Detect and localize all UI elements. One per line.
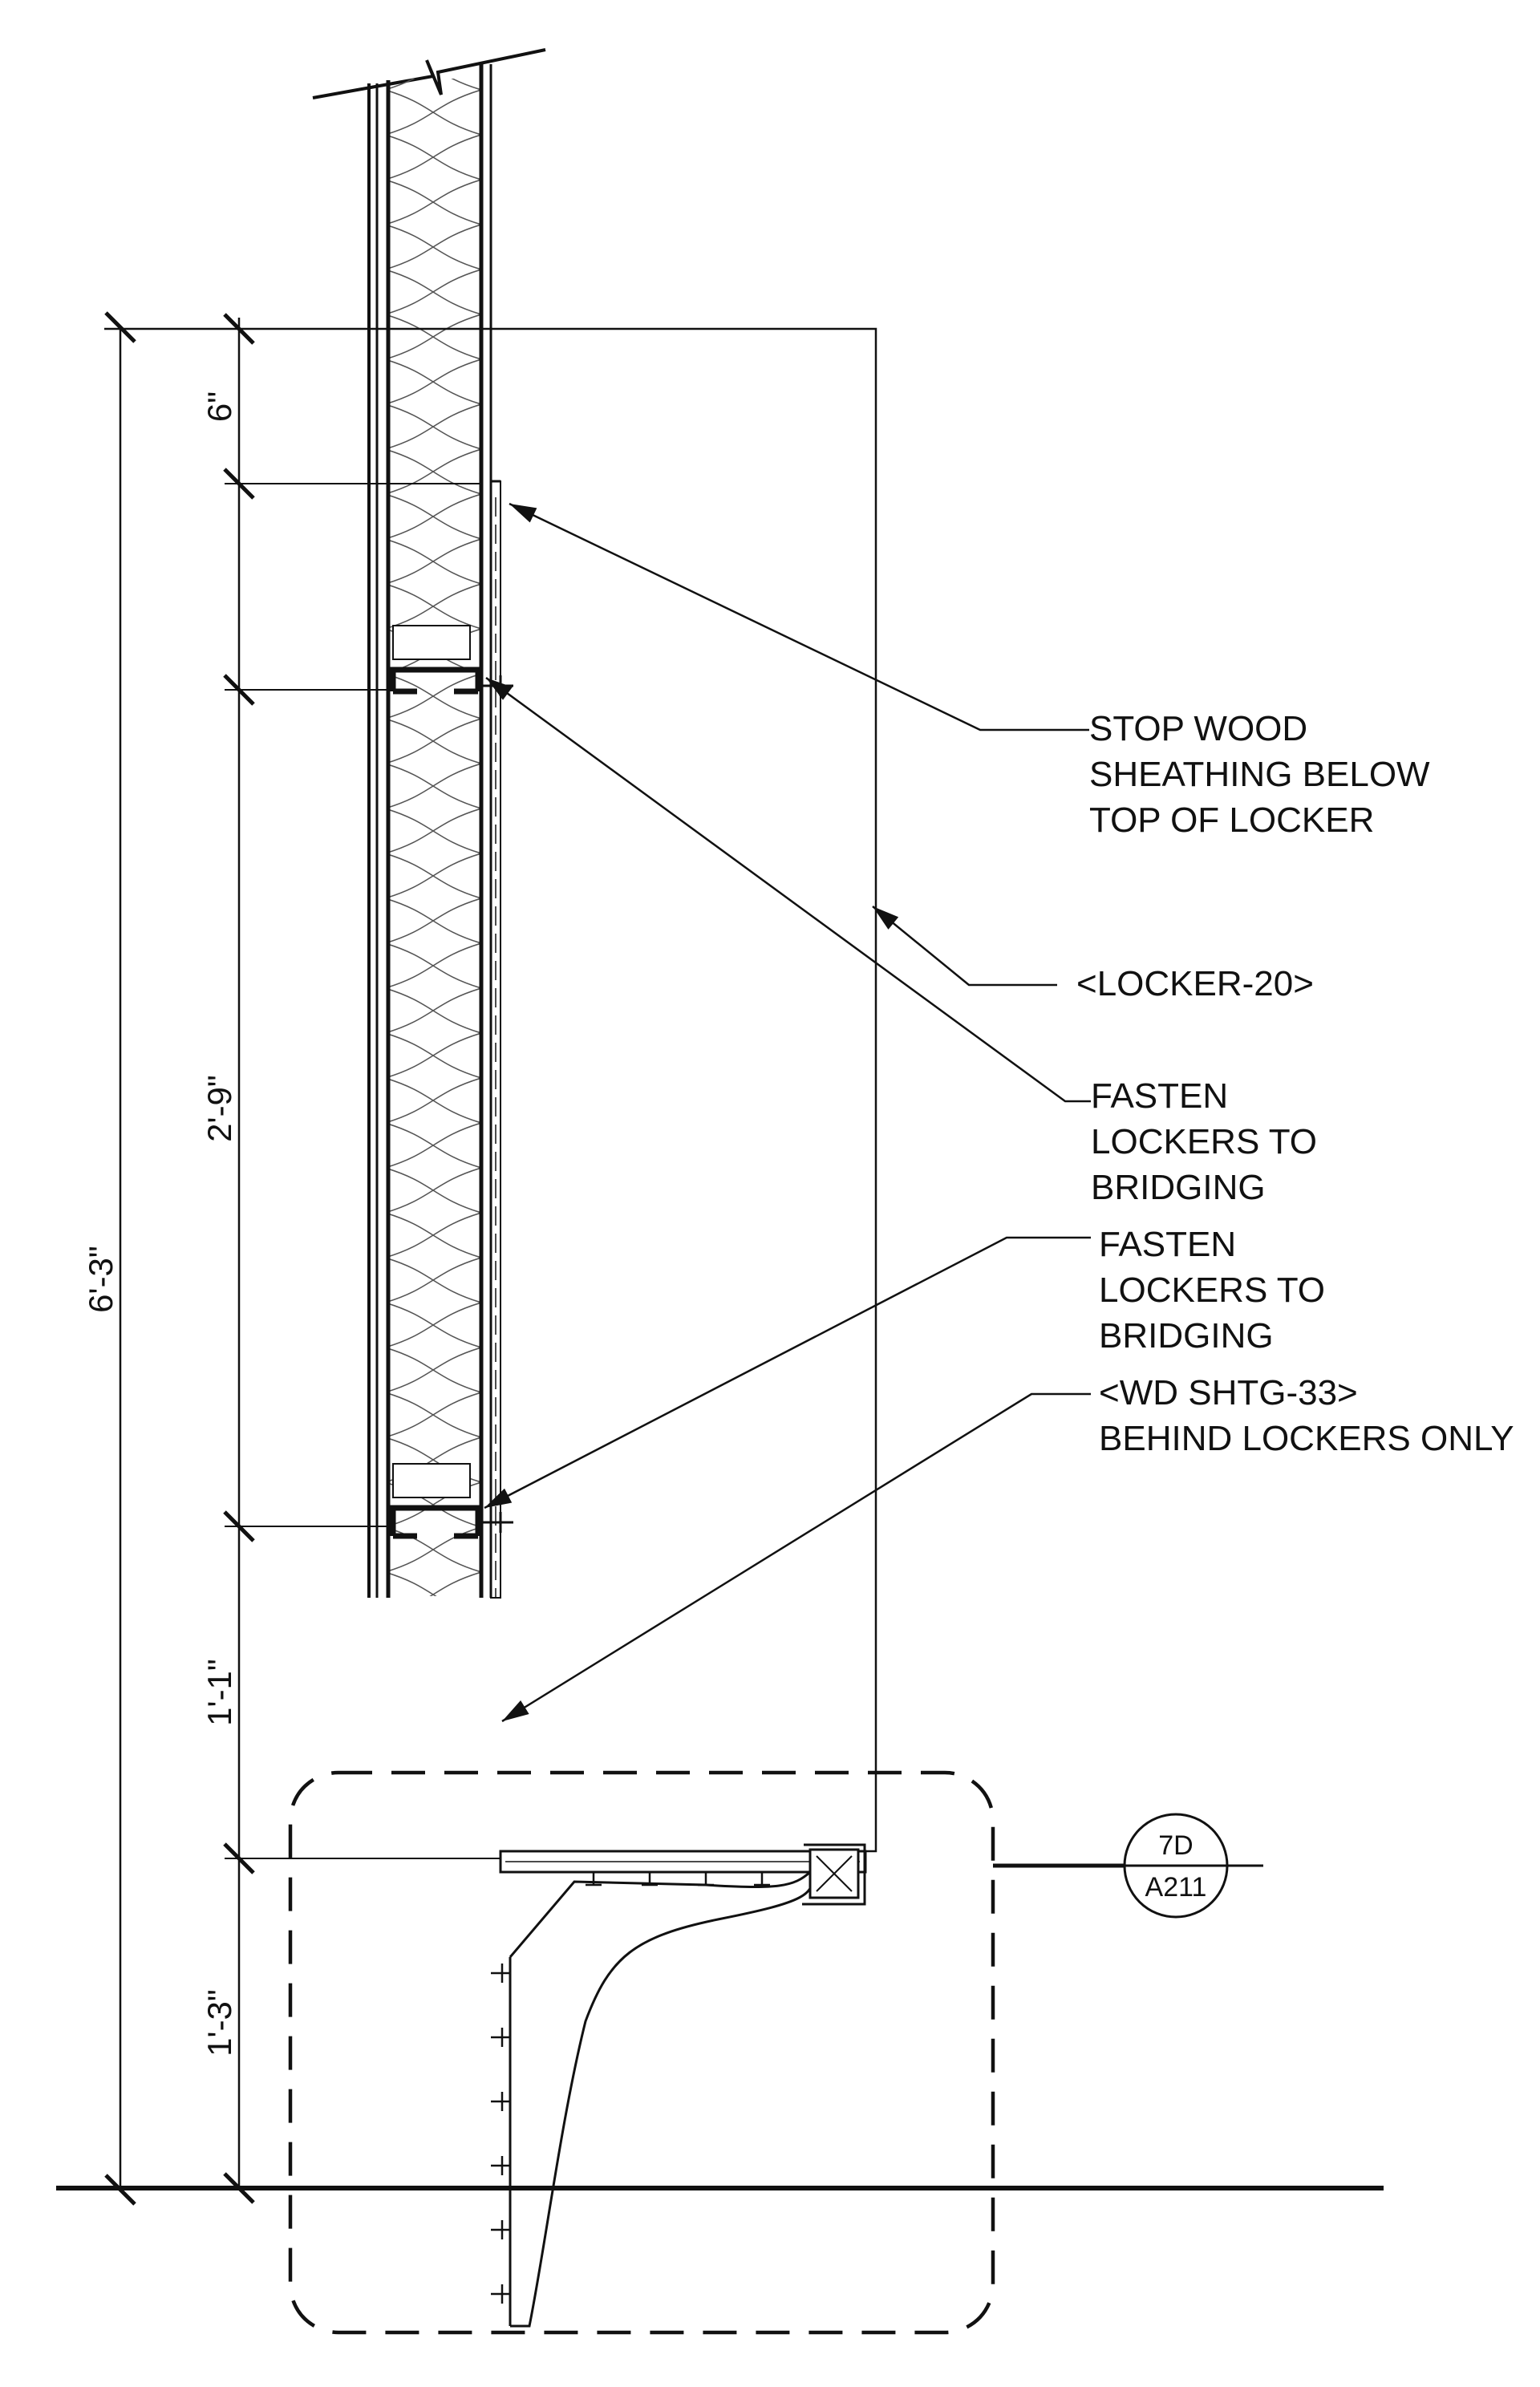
bridging-lower bbox=[390, 1463, 513, 1539]
svg-text:LOCKERS TO: LOCKERS TO bbox=[1091, 1122, 1317, 1161]
note-locker-tag: <LOCKER-20> bbox=[1076, 964, 1314, 1003]
note-sheathing-tag: <WD SHTG-33> BEHIND LOCKERS ONLY bbox=[1099, 1373, 1514, 1458]
svg-text:LOCKERS TO: LOCKERS TO bbox=[1099, 1270, 1325, 1310]
leader-stop-sheathing bbox=[509, 502, 1089, 732]
detail-callout: 7D A211 bbox=[993, 1813, 1263, 1919]
leader-fasten-upper bbox=[485, 676, 1091, 1103]
leader-sheathing-tag bbox=[501, 1392, 1091, 1723]
svg-text:BRIDGING: BRIDGING bbox=[1099, 1316, 1274, 1356]
svg-text:<LOCKER-20>: <LOCKER-20> bbox=[1076, 964, 1314, 1003]
leaders bbox=[484, 502, 1091, 1723]
dim-bottom-label: 1'-3" bbox=[201, 1989, 238, 2057]
dimension-chain: 6" 2'-9" 1'-1" 1'-3" bbox=[201, 313, 500, 2204]
dim-top-label: 6" bbox=[201, 391, 238, 422]
note-fasten-upper: FASTEN LOCKERS TO BRIDGING bbox=[1091, 1076, 1317, 1207]
insulation-batt bbox=[388, 79, 481, 1596]
svg-text:<WD SHTG-33>: <WD SHTG-33> bbox=[1099, 1373, 1358, 1412]
svg-text:SHEATHING BELOW: SHEATHING BELOW bbox=[1089, 755, 1430, 794]
callout-sheet-number: A211 bbox=[1145, 1872, 1207, 1903]
svg-text:FASTEN: FASTEN bbox=[1091, 1076, 1228, 1116]
leader-locker-tag bbox=[872, 906, 1057, 987]
leader-fasten-lower bbox=[484, 1236, 1091, 1510]
bridging-upper bbox=[390, 625, 513, 696]
svg-text:BRIDGING: BRIDGING bbox=[1091, 1168, 1266, 1207]
dim-upper-label: 2'-9" bbox=[201, 1075, 238, 1142]
dim-overall-label: 6'-3" bbox=[82, 1246, 120, 1313]
svg-text:STOP WOOD: STOP WOOD bbox=[1089, 709, 1307, 748]
fastener-row bbox=[491, 1872, 770, 2304]
wall-assembly bbox=[312, 48, 546, 1599]
detail-boundary bbox=[288, 1770, 995, 2335]
dimension-overall: 6'-3" bbox=[82, 311, 491, 2206]
svg-text:BEHIND LOCKERS ONLY: BEHIND LOCKERS ONLY bbox=[1099, 1419, 1514, 1458]
svg-text:TOP OF LOCKER: TOP OF LOCKER bbox=[1089, 800, 1374, 840]
locker-base-bracket bbox=[491, 1843, 867, 2328]
callout-detail-number: 7D bbox=[1158, 1830, 1193, 1861]
svg-text:FASTEN: FASTEN bbox=[1099, 1225, 1236, 1264]
dim-middle-label: 1'-1" bbox=[201, 1659, 238, 1726]
note-stop-sheathing: STOP WOOD SHEATHING BELOW TOP OF LOCKER bbox=[1089, 709, 1430, 840]
locker-outline bbox=[491, 327, 877, 1853]
note-fasten-lower: FASTEN LOCKERS TO BRIDGING bbox=[1099, 1225, 1325, 1356]
